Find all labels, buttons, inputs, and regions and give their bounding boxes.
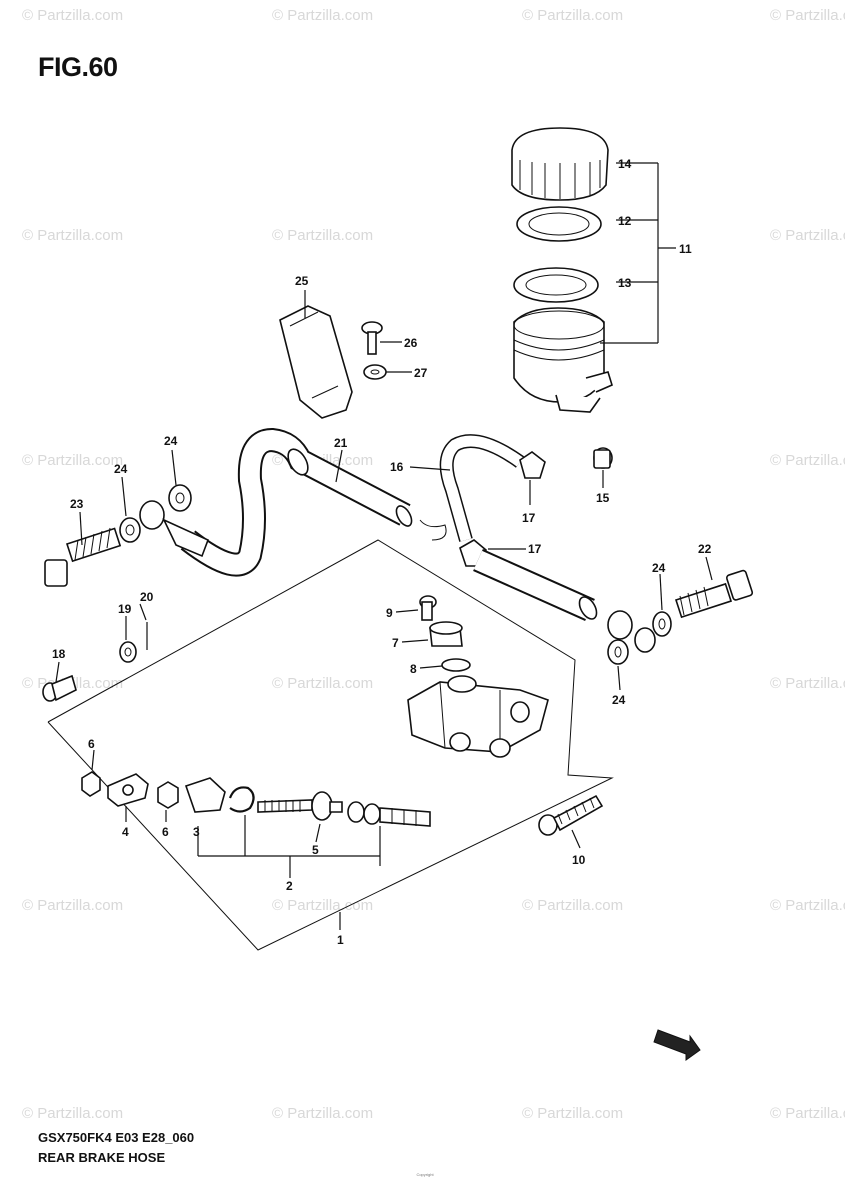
nut-6-upper[interactable]	[81, 771, 101, 797]
callout-21: 21	[334, 436, 348, 450]
callout-13: 13	[618, 276, 632, 290]
watermark: © Partzilla.com	[272, 897, 373, 914]
callout-19: 19	[118, 602, 132, 616]
watermark: © Partzilla.com	[22, 7, 123, 24]
push-rod-5[interactable]	[257, 791, 343, 821]
callout-14: 14	[618, 157, 632, 171]
callout-17-upper: 17	[522, 511, 536, 525]
reservoir-tank[interactable]	[511, 127, 613, 413]
callout-labels: 14 12 13 11 25 26 27 21 16 17 15 17 24 2…	[52, 157, 712, 947]
callout-24: 24	[114, 462, 128, 476]
watermark: © Partzilla.com	[770, 227, 845, 244]
watermark: © Partzilla.com	[522, 897, 623, 914]
callout-16: 16	[390, 460, 404, 474]
leader-lines	[55, 162, 713, 930]
callout-11: 11	[679, 242, 692, 256]
piston-cup-2[interactable]	[347, 801, 431, 827]
connector-7[interactable]	[429, 621, 463, 647]
callout-4: 4	[122, 825, 129, 839]
callout-22: 22	[698, 542, 712, 556]
callout-2: 2	[286, 879, 293, 893]
watermark: © Partzilla.com	[770, 7, 845, 24]
callout-27: 27	[414, 366, 428, 380]
o-ring-8[interactable]	[441, 658, 471, 672]
watermark-layer: © Partzilla.com © Partzilla.com © Partzi…	[22, 7, 845, 1122]
bolt-26[interactable]	[361, 321, 383, 355]
callout-24: 24	[652, 561, 666, 575]
watermark: © Partzilla.com	[272, 7, 373, 24]
callout-23: 23	[70, 497, 84, 511]
washer-27[interactable]	[363, 364, 387, 380]
callout-25: 25	[295, 274, 309, 288]
master-cylinder-assembly-outline	[47, 539, 614, 951]
callout-9: 9	[386, 606, 393, 620]
bolt-10[interactable]	[538, 794, 604, 836]
watermark: © Partzilla.com	[272, 227, 373, 244]
figure-caption: REAR BRAKE HOSE	[38, 1150, 166, 1165]
watermark: © Partzilla.com	[22, 452, 123, 469]
callout-7: 7	[392, 636, 399, 650]
hose-banjo-fitting-right[interactable]	[607, 610, 656, 653]
watermark: © Partzilla.com	[770, 675, 845, 692]
bracket-25[interactable]	[279, 305, 353, 419]
callout-6: 6	[88, 737, 95, 751]
watermark: © Partzilla.com	[522, 1105, 623, 1122]
circlip[interactable]	[228, 786, 255, 813]
model-code: GSX750FK4 E03 E28_060	[38, 1130, 195, 1145]
callout-5: 5	[312, 843, 319, 857]
washer-24[interactable]	[119, 484, 192, 543]
watermark: © Partzilla.com	[770, 1105, 845, 1122]
callout-24: 24	[612, 693, 626, 707]
callout-17-lower: 17	[528, 542, 542, 556]
hose-banjo-fitting[interactable]	[139, 500, 210, 558]
watermark: © Partzilla.com	[770, 897, 845, 914]
master-cylinder-body[interactable]	[407, 675, 549, 758]
copyright-notice: Copyright	[416, 1172, 434, 1177]
callout-3: 3	[193, 825, 200, 839]
watermark: © Partzilla.com	[770, 452, 845, 469]
watermark: © Partzilla.com	[272, 675, 373, 692]
watermark: © Partzilla.com	[272, 1105, 373, 1122]
figure-title: FIG.60	[38, 52, 118, 82]
callout-20: 20	[140, 590, 154, 604]
callout-26: 26	[404, 336, 418, 350]
boot-3[interactable]	[184, 777, 226, 813]
watermark: © Partzilla.com	[522, 7, 623, 24]
watermark: © Partzilla.com	[22, 227, 123, 244]
callout-18: 18	[52, 647, 66, 661]
bolt-15[interactable]	[593, 447, 613, 469]
callout-1: 1	[337, 933, 344, 947]
washer-24-right[interactable]	[607, 611, 672, 665]
washer-19[interactable]	[119, 641, 137, 663]
bolt-9[interactable]	[419, 595, 437, 621]
callout-15: 15	[596, 491, 610, 505]
callout-24: 24	[164, 434, 178, 448]
callout-6: 6	[162, 825, 169, 839]
push-rod-end-4[interactable]	[107, 773, 149, 807]
bolt-18[interactable]	[42, 674, 77, 702]
forward-arrow-icon	[653, 1029, 701, 1061]
callout-8: 8	[410, 662, 417, 676]
union-bolt-23[interactable]	[44, 527, 122, 587]
union-bolt-22[interactable]	[674, 569, 754, 619]
nut-6-lower[interactable]	[157, 781, 179, 809]
watermark: © Partzilla.com	[22, 1105, 123, 1122]
brake-hose-21[interactable]	[180, 427, 600, 622]
callout-10: 10	[572, 853, 586, 867]
callout-12: 12	[618, 214, 632, 228]
reservoir-hose-16[interactable]	[419, 434, 525, 542]
watermark: © Partzilla.com	[22, 897, 123, 914]
